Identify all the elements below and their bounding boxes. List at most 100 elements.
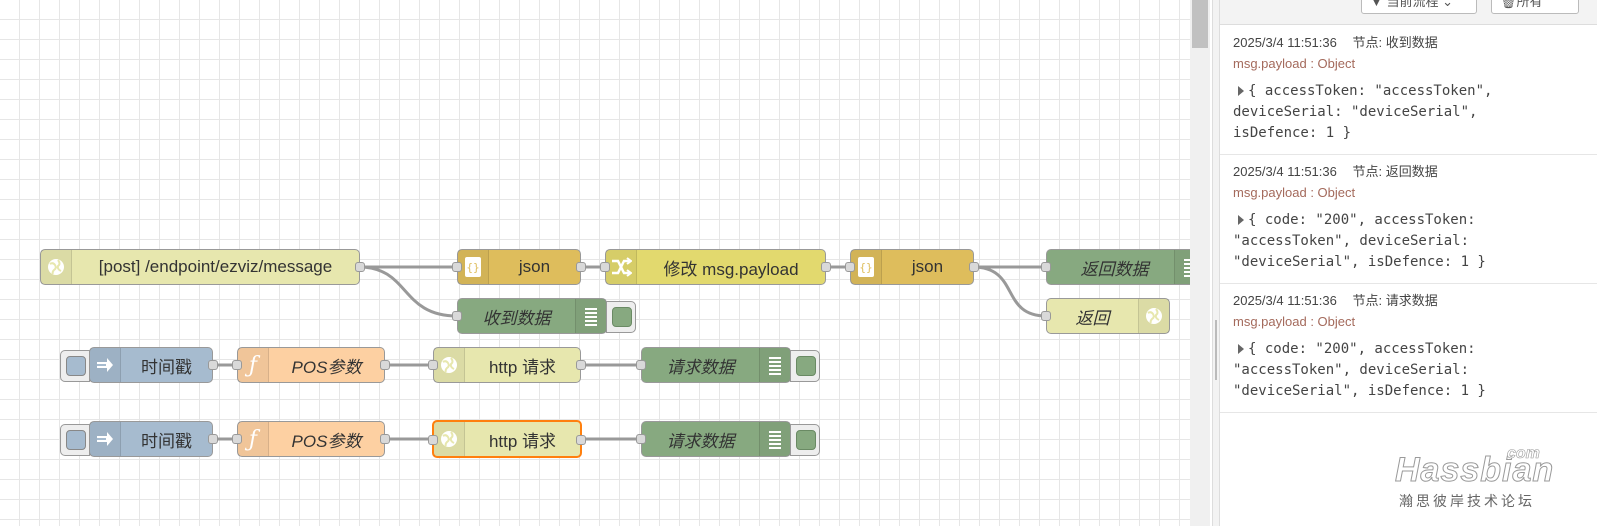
message-node-link[interactable]: 节点: 请求数据: [1352, 293, 1438, 308]
chevron-down-icon: ⌄: [1442, 0, 1454, 9]
input-port[interactable]: [428, 360, 438, 370]
svg-text:{}: {}: [859, 261, 872, 274]
node-http-in[interactable]: [post] /endpoint/ezviz/message: [40, 249, 365, 285]
debug-sidebar: ▼ 当前流程 ⌄ 🗑所有 2025/3/4 11:51:36 节点: 收到数据 …: [1220, 0, 1597, 526]
message-type: msg.payload : Object: [1233, 185, 1356, 200]
input-port[interactable]: [1041, 311, 1051, 321]
list-icon: [759, 422, 790, 456]
node-json-1[interactable]: {} json: [452, 249, 586, 285]
node-label: http 请求: [488, 431, 557, 451]
clear-dropdown[interactable]: 🗑所有: [1491, 0, 1579, 14]
globe-icon: [434, 422, 465, 456]
inject-trigger-button[interactable]: [60, 424, 90, 456]
debug-toggle-button[interactable]: [790, 350, 820, 382]
filter-icon: ▼: [1370, 0, 1387, 9]
message-node-link[interactable]: 节点: 返回数据: [1352, 164, 1438, 179]
message-node-link[interactable]: 节点: 收到数据: [1352, 35, 1438, 50]
globe-icon: [434, 348, 465, 382]
list-icon: [1174, 250, 1190, 284]
debug-toggle-button[interactable]: [606, 301, 636, 333]
input-port[interactable]: [636, 434, 646, 444]
node-inject-1[interactable]: 时间戳: [60, 347, 218, 383]
json-braces-icon: {}: [851, 250, 882, 284]
output-port[interactable]: [821, 262, 831, 272]
input-port[interactable]: [452, 311, 462, 321]
node-json-2[interactable]: {} json: [845, 249, 979, 285]
sidebar-resize-handle[interactable]: [1212, 0, 1220, 526]
node-debug-request-1[interactable]: 请求数据: [636, 347, 820, 383]
input-port[interactable]: [428, 435, 438, 445]
node-label: 收到数据: [482, 308, 551, 328]
debug-message[interactable]: 2025/3/4 11:51:36 节点: 请求数据 msg.payload :…: [1220, 284, 1597, 413]
message-time: 2025/3/4 11:51:36: [1233, 164, 1337, 179]
node-inject-2[interactable]: 时间戳: [60, 421, 218, 457]
input-port[interactable]: [452, 262, 462, 272]
flow-workspace[interactable]: [post] /endpoint/ezviz/message {} json 修…: [0, 0, 1190, 526]
node-label: POS参数: [291, 431, 362, 451]
node-label: 修改 msg.payload: [663, 259, 799, 279]
node-debug-return[interactable]: 返回数据: [1041, 249, 1190, 285]
input-port[interactable]: [636, 360, 646, 370]
node-debug-request-2[interactable]: 请求数据: [636, 421, 820, 457]
output-port[interactable]: [380, 434, 390, 444]
node-label: POS参数: [291, 357, 362, 377]
flow-wires: [212, 265, 1047, 441]
output-port[interactable]: [355, 262, 365, 272]
caret-right-icon[interactable]: [1238, 215, 1244, 225]
wire: [358, 265, 458, 318]
message-payload[interactable]: { accessToken: "accessToken", deviceSeri…: [1233, 83, 1493, 141]
node-label: 返回: [1075, 308, 1110, 328]
input-port[interactable]: [232, 360, 242, 370]
debug-message[interactable]: 2025/3/4 11:51:36 节点: 返回数据 msg.payload :…: [1220, 155, 1597, 284]
message-type: msg.payload : Object: [1233, 56, 1356, 71]
node-label: [post] /endpoint/ezviz/message: [98, 257, 333, 276]
node-label: json: [911, 257, 944, 276]
wire: [972, 265, 1047, 318]
trash-icon: 🗑: [1500, 0, 1517, 9]
node-label: 时间戳: [141, 357, 192, 377]
arrow-right-icon: [90, 422, 121, 456]
node-http-response[interactable]: 返回: [1041, 298, 1170, 334]
scrollbar-thumb[interactable]: [1192, 0, 1208, 48]
output-port[interactable]: [576, 435, 586, 445]
debug-toolbar: ▼ 当前流程 ⌄ 🗑所有: [1220, 0, 1597, 25]
inject-trigger-button[interactable]: [60, 350, 90, 382]
node-debug-received[interactable]: 收到数据: [452, 298, 636, 334]
filter-dropdown[interactable]: ▼ 当前流程 ⌄: [1361, 0, 1477, 14]
output-port[interactable]: [380, 360, 390, 370]
message-payload[interactable]: { code: "200", accessToken: "accessToken…: [1233, 212, 1486, 270]
node-http-request-1[interactable]: http 请求: [428, 347, 586, 383]
caret-right-icon[interactable]: [1238, 344, 1244, 354]
node-function-1[interactable]: ƒ POS参数: [232, 347, 390, 383]
workspace-scrollbar[interactable]: [1190, 0, 1210, 526]
globe-icon: [41, 250, 72, 284]
output-port[interactable]: [208, 360, 218, 370]
message-time: 2025/3/4 11:51:36: [1233, 293, 1337, 308]
debug-toggle-button[interactable]: [790, 424, 820, 456]
output-port[interactable]: [576, 262, 586, 272]
node-change[interactable]: 修改 msg.payload: [600, 249, 831, 285]
json-braces-icon: {}: [458, 250, 489, 284]
debug-message[interactable]: 2025/3/4 11:51:36 节点: 收到数据 msg.payload :…: [1220, 26, 1597, 155]
input-port[interactable]: [232, 434, 242, 444]
message-time: 2025/3/4 11:51:36: [1233, 35, 1337, 50]
node-label: 请求数据: [666, 357, 735, 377]
message-type: msg.payload : Object: [1233, 314, 1356, 329]
shuffle-icon: [606, 250, 637, 284]
output-port[interactable]: [969, 262, 979, 272]
output-port[interactable]: [208, 434, 218, 444]
message-payload[interactable]: { code: "200", accessToken: "accessToken…: [1233, 341, 1486, 399]
input-port[interactable]: [1041, 262, 1051, 272]
output-port[interactable]: [576, 360, 586, 370]
node-label: http 请求: [488, 357, 557, 377]
input-port[interactable]: [600, 262, 610, 272]
caret-right-icon[interactable]: [1238, 86, 1244, 96]
input-port[interactable]: [845, 262, 855, 272]
node-label: 返回数据: [1080, 259, 1149, 279]
watermark-logo: Hassbian com 瀚思彼岸技术论坛: [1394, 445, 1585, 515]
node-http-request-2[interactable]: http 请求: [428, 420, 586, 458]
node-function-2[interactable]: ƒ POS参数: [232, 421, 390, 457]
watermark-suffix: com: [1507, 445, 1541, 463]
svg-text:{}: {}: [466, 261, 479, 274]
function-icon: ƒ: [238, 348, 269, 382]
